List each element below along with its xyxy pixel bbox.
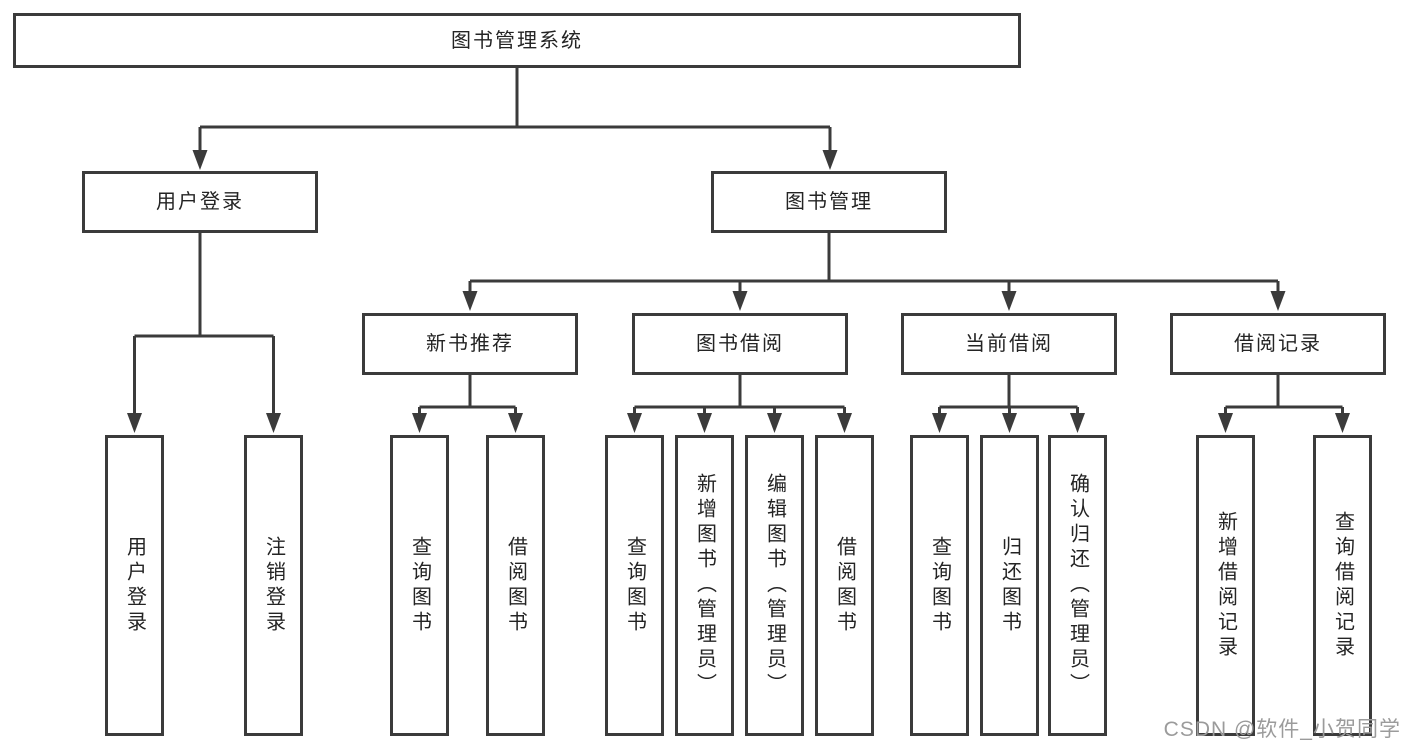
node-new-book-recommend: 新书推荐 [362,313,578,375]
branch-current-borrowing [932,375,1085,433]
arrowhead [837,413,852,433]
arrowhead [1270,291,1286,311]
leaf-query-books-borrowing: 查询图书 [605,435,664,736]
leaf-borrow-books-recommend: 借阅图书 [486,435,545,736]
arrowhead [1002,413,1017,433]
node-user-login: 用户登录 [82,171,318,233]
arrowhead [1335,413,1350,433]
leaf-label: 确认归还（管理员） [1066,473,1089,698]
arrowhead [508,413,523,433]
leaf-label: 查询图书 [928,535,951,636]
leaf-edit-book-admin: 编辑图书（管理员） [745,435,804,736]
arrowhead [462,291,478,311]
leaf-label: 借阅图书 [833,535,856,636]
node-book-management: 图书管理 [711,171,947,233]
leaf-label: 新增借阅记录 [1214,510,1237,661]
arrowhead [932,413,947,433]
branch-book-management [462,233,1286,311]
leaf-add-book-admin: 新增图书（管理员） [675,435,734,736]
node-current-borrowing: 当前借阅 [901,313,1117,375]
leaf-label: 查询图书 [408,535,431,636]
node-root-library-system: 图书管理系统 [13,13,1021,68]
branch-borrowing-records [1218,375,1350,433]
leaf-label: 新增图书（管理员） [693,473,716,698]
leaf-label: 用户登录 [123,535,146,636]
leaf-query-books-recommend: 查询图书 [390,435,449,736]
arrowhead [697,413,712,433]
arrowhead [822,150,838,170]
branch-user-login [127,233,281,433]
csdn-watermark: CSDN @软件_小贺同学 [1163,718,1401,741]
leaf-query-borrow-record: 查询借阅记录 [1313,435,1372,736]
leaf-query-books-current: 查询图书 [910,435,969,736]
branch-book-borrowing [627,375,852,433]
arrowhead [627,413,642,433]
leaf-borrow-books: 借阅图书 [815,435,874,736]
leaf-label: 编辑图书（管理员） [763,473,786,698]
arrowhead [1218,413,1233,433]
leaf-logout: 注销登录 [244,435,303,736]
leaf-user-login: 用户登录 [105,435,164,736]
arrowhead [412,413,427,433]
arrowhead [127,413,142,433]
leaf-add-borrow-record: 新增借阅记录 [1196,435,1255,736]
arrowhead [767,413,782,433]
arrowhead [192,150,208,170]
branch-root-to-level2 [192,68,838,170]
node-borrowing-records: 借阅记录 [1170,313,1386,375]
leaf-label: 查询图书 [623,535,646,636]
arrowhead [732,291,748,311]
leaf-label: 查询借阅记录 [1331,510,1354,661]
leaf-label: 借阅图书 [504,535,527,636]
leaf-confirm-return-admin: 确认归还（管理员） [1048,435,1107,736]
leaf-label: 注销登录 [262,535,285,636]
arrowhead [1001,291,1017,311]
node-book-borrowing: 图书借阅 [632,313,848,375]
arrowhead [266,413,281,433]
leaf-label: 归还图书 [998,535,1021,636]
leaf-return-books: 归还图书 [980,435,1039,736]
arrowhead [1070,413,1085,433]
branch-new-book-recommend [412,375,523,433]
